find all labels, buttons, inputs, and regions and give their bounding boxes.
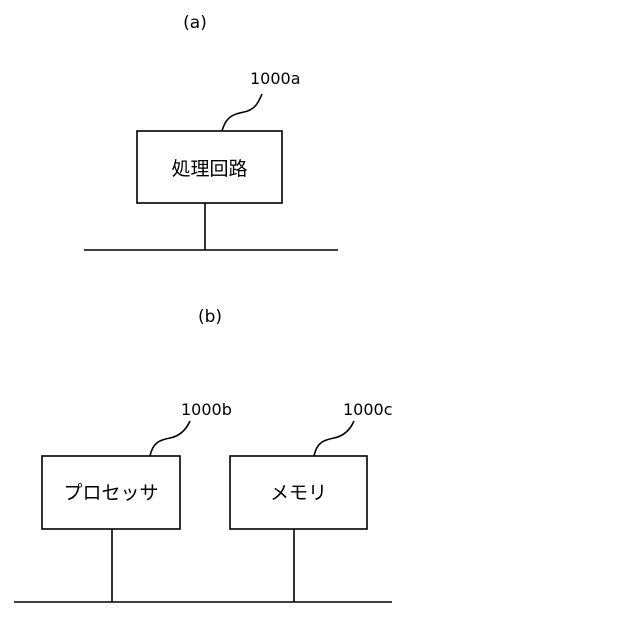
processor-label: プロセッサ bbox=[63, 482, 158, 504]
processing-circuit-ref: 1000a bbox=[250, 69, 301, 88]
processor-leader-line bbox=[150, 421, 190, 456]
memory-ref: 1000c bbox=[343, 400, 393, 419]
memory-label: メモリ bbox=[270, 482, 327, 504]
processing-circuit-label: 処理回路 bbox=[171, 158, 247, 180]
processing-circuit-leader-line bbox=[222, 94, 262, 131]
panel-b: (b) 1000b プロセッサ 1000c メモリ bbox=[14, 307, 393, 602]
panel-a: (a) 1000a 処理回路 bbox=[84, 13, 338, 250]
memory-leader-line bbox=[314, 421, 354, 456]
panel-a-label: (a) bbox=[183, 13, 207, 33]
processor-ref: 1000b bbox=[181, 400, 232, 419]
panel-b-label: (b) bbox=[198, 307, 222, 327]
